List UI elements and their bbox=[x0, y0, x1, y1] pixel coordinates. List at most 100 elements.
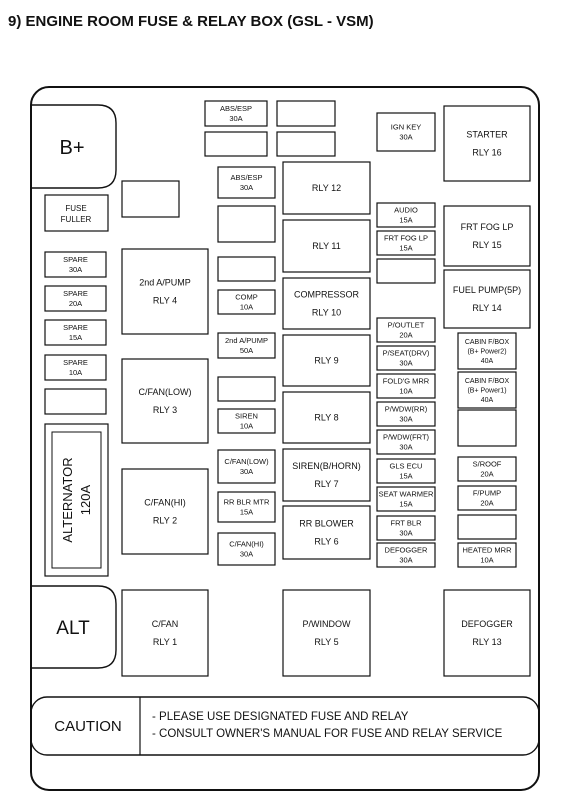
fuse-label: P/OUTLET bbox=[388, 321, 425, 330]
fuse-label: 2nd A/PUMP bbox=[225, 336, 268, 345]
fuse-label: FRT BLR bbox=[391, 519, 423, 528]
siren-b-horn-rly-7-relay: SIREN(B/HORN)RLY 7 bbox=[282, 448, 371, 502]
relay-outline bbox=[282, 589, 371, 677]
fuse-outline bbox=[44, 319, 107, 346]
b-plus-terminal-outline bbox=[30, 104, 117, 189]
relay-outline bbox=[282, 391, 371, 444]
fuse-puller-box bbox=[44, 194, 109, 232]
fuse-label: 20A bbox=[480, 470, 493, 479]
fuel-pump-rly-14-relay: FUEL PUMP(5P)RLY 14 bbox=[443, 269, 531, 329]
relay-label: RLY 11 bbox=[312, 241, 341, 251]
relay-outline bbox=[282, 334, 371, 387]
rly-8-relay: RLY 8 bbox=[282, 391, 371, 444]
relay-outline bbox=[282, 219, 371, 273]
fuse-outline bbox=[376, 429, 436, 455]
relay-label: 2nd A/PUMP bbox=[139, 278, 191, 288]
fuse-label: C/FAN(HI) bbox=[229, 540, 264, 549]
fuse-outline bbox=[376, 230, 436, 256]
relay-label: P/WINDOW bbox=[303, 619, 351, 629]
empty-slot bbox=[457, 409, 517, 447]
relay-label: RLY 13 bbox=[472, 637, 501, 647]
empty-slot bbox=[376, 258, 436, 284]
rly-12-relay: RLY 12 bbox=[282, 161, 371, 215]
relay-outline bbox=[121, 468, 209, 555]
compressor-rly-10-relay: COMPRESSOR RLY 10 bbox=[282, 277, 371, 330]
caution-label: CAUTION bbox=[54, 718, 122, 735]
fuse-puller-label-line1: FUSE bbox=[65, 204, 86, 213]
fuse-label: 20A bbox=[399, 331, 412, 340]
relay-label: RLY 3 bbox=[153, 405, 177, 415]
fuse-label: CABIN F/BOX bbox=[465, 339, 510, 346]
relay-outline bbox=[443, 105, 531, 182]
empty-slot bbox=[121, 180, 180, 218]
fuse-outline bbox=[376, 345, 436, 371]
relay-label: RLY 16 bbox=[472, 148, 501, 158]
fuse-label: SPARE bbox=[63, 289, 88, 298]
fuse-label: 20A bbox=[69, 299, 82, 308]
alternator-fuse-inner bbox=[51, 431, 102, 569]
fuse-label: SPARE bbox=[63, 255, 88, 264]
fuse-box-outline bbox=[30, 86, 540, 791]
p-wdw-rr-30a-fuse: P/WDW(RR)30A bbox=[376, 401, 436, 427]
empty-slot bbox=[204, 131, 268, 157]
rly-11-relay: RLY 11 bbox=[282, 219, 371, 273]
empty-slot bbox=[44, 388, 107, 415]
fuse-label: SPARE bbox=[63, 358, 88, 367]
2nd-a-pump-rly-4-relay: 2nd A/PUMP RLY 4 bbox=[121, 248, 209, 335]
fuse-label: SIREN bbox=[235, 412, 258, 421]
fuse-label: 15A bbox=[69, 333, 82, 342]
fuse-label: 40A bbox=[481, 397, 494, 404]
fuse-outline bbox=[217, 532, 276, 566]
relay-label: RLY 10 bbox=[312, 308, 341, 318]
alt-terminal-label: ALT bbox=[56, 618, 90, 639]
fuse-label: 15A bbox=[399, 216, 412, 225]
fuse-label: 30A bbox=[399, 529, 412, 538]
fuse-label: 10A bbox=[240, 422, 253, 431]
relay-outline bbox=[121, 358, 209, 444]
fuse-label: 30A bbox=[399, 415, 412, 424]
fuse-label: ABS/ESP bbox=[230, 173, 262, 182]
relay-label: DEFOGGER bbox=[461, 619, 513, 629]
relay-label: RLY 4 bbox=[153, 296, 177, 306]
c-fan-low-30a-fuse: C/FAN(LOW)30A bbox=[217, 449, 276, 484]
fuse-label: P/SEAT(DRV) bbox=[383, 349, 430, 358]
fuse-outline bbox=[376, 317, 436, 343]
relay-label: RLY 2 bbox=[153, 516, 177, 526]
rly-9-relay: RLY 9 bbox=[282, 334, 371, 387]
fuse-outline bbox=[44, 251, 107, 278]
empty-slot bbox=[217, 256, 276, 282]
fuse-label: SEAT WARMER bbox=[379, 490, 434, 499]
fuse-outline bbox=[376, 202, 436, 228]
fuse-label: RR BLR MTR bbox=[224, 498, 270, 507]
fuse-outline bbox=[204, 100, 268, 127]
relay-label: COMPRESSOR bbox=[294, 290, 360, 300]
fuse-label: FOLD'G MRR bbox=[383, 377, 430, 386]
fuse-outline bbox=[217, 408, 276, 434]
fuse-outline bbox=[217, 332, 276, 359]
c-fan-low-rly-3-relay: C/FAN(LOW)RLY 3 bbox=[121, 358, 209, 444]
fuse-outline bbox=[457, 485, 517, 511]
fuse-label: 30A bbox=[399, 359, 412, 368]
relay-outline bbox=[443, 269, 531, 329]
caution-line-1: - PLEASE USE DESIGNATED FUSE AND RELAY bbox=[152, 711, 409, 723]
fuse-label: C/FAN(LOW) bbox=[224, 457, 269, 466]
empty-slot bbox=[457, 514, 517, 540]
relay-label: C/FAN bbox=[152, 619, 179, 629]
relay-label: RLY 9 bbox=[314, 356, 338, 366]
relay-outline bbox=[121, 589, 209, 677]
fuse-label: FRT FOG LP bbox=[384, 234, 428, 243]
fuse-outline bbox=[376, 486, 436, 512]
